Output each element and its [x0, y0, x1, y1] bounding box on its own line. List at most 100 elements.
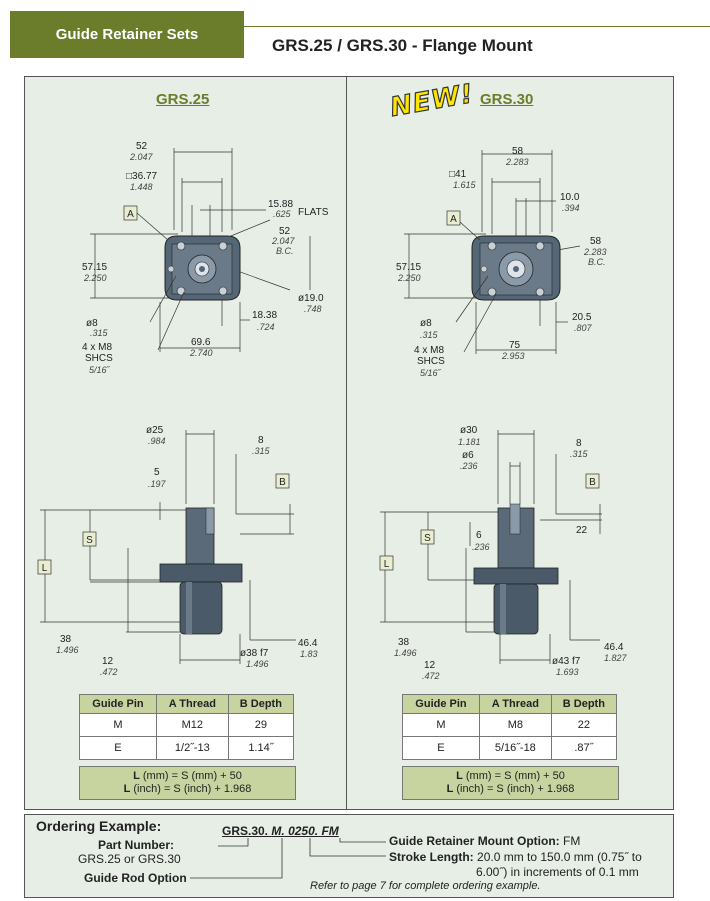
grs25-dia8-in: .315 — [90, 328, 109, 338]
grs25-side-view: B S L ø25 .984 8 .315 5 .197 38 1.496 12… — [37, 425, 318, 677]
grs25-formula: L (mm) = S (mm) + 50 L (inch) = S (inch)… — [79, 766, 296, 800]
part-code-guide-pin: M. — [271, 824, 285, 838]
grs25-d12-in: .472 — [100, 667, 118, 677]
guide-rod-option: Guide Rod Option — [84, 871, 187, 885]
grs25-dia8: ø8 — [86, 318, 98, 329]
grs25-dia25: ø25 — [146, 425, 164, 436]
grs25-cell: M12 — [155, 713, 229, 737]
grs30-dia6: ø6 — [462, 450, 474, 461]
grs25-cell: 1.14˝ — [227, 736, 295, 760]
grs30-col-guide-pin: Guide Pin — [402, 694, 480, 714]
grs30-dia8: ø8 — [420, 318, 432, 329]
grs25-top-view: A 52 2.047 □36.77 1.448 15.88 FLATS .625… — [82, 141, 329, 375]
grs25-flats-in: .625 — [273, 209, 292, 219]
table-row: E 1/2˝-13 1.14˝ — [79, 736, 295, 760]
table-row: M M8 22 — [402, 713, 618, 737]
grs25-d52: 52 — [136, 141, 148, 152]
grs25-dia38: ø38 f7 — [240, 648, 269, 659]
part-code-series: GRS.30. — [222, 824, 269, 838]
grs25-w69: 69.6 — [191, 337, 211, 348]
formula-line: (mm) = S (mm) + 50 — [462, 770, 565, 782]
grs25-spec-table: Guide Pin A Thread B Depth M M12 29 E 1/… — [79, 694, 295, 760]
stroke-length: Stroke Length: 20.0 mm to 150.0 mm (0.75… — [389, 850, 642, 864]
section-tab: Guide Retainer Sets — [10, 11, 244, 58]
grs30-bc-word: B.C. — [588, 257, 606, 267]
grs30-label-b: B — [589, 477, 596, 488]
grs30-dia30: ø30 — [460, 425, 478, 436]
panel-divider — [346, 76, 347, 809]
grs30-dia43: ø43 f7 — [552, 656, 581, 667]
grs25-label-b: B — [279, 477, 286, 488]
grs25-d38: 38 — [60, 634, 72, 645]
grs30-r20-in: .807 — [574, 323, 593, 333]
grs30-label-l: L — [384, 559, 390, 570]
mount-option: Guide Retainer Mount Option: FM — [389, 834, 580, 848]
ordering-part-code: GRS.30. M. 0250. FM — [222, 824, 339, 838]
grs25-d5: 5 — [154, 467, 160, 478]
grs25-d8-in: .315 — [252, 446, 271, 456]
grs25-shcs1: 4 x M8 — [82, 342, 112, 353]
grs30-h-in: 2.250 — [397, 273, 421, 283]
formula-line: (inch) = S (inch) + 1.968 — [453, 783, 575, 795]
grs30-d38-in: 1.496 — [394, 648, 417, 658]
grs25-label-a: A — [127, 209, 134, 220]
part-code-stroke: 0250. — [288, 824, 319, 838]
grs25-dia25-in: .984 — [148, 436, 166, 446]
grs30-sq-in: 1.615 — [453, 180, 477, 190]
grs30-d46-in: 1.827 — [604, 653, 628, 663]
grs25-cell: 29 — [227, 713, 295, 737]
stroke-value-2: 6.00˝) in increments of 0.1 mm — [476, 865, 639, 879]
grs25-r18: 18.38 — [252, 310, 277, 321]
grs30-dia43-in: 1.693 — [556, 667, 579, 677]
grs30-cell: M8 — [478, 713, 552, 737]
grs30-d12-in: .472 — [422, 671, 440, 681]
ordering-footnote: Refer to page 7 for complete ordering ex… — [310, 880, 541, 892]
grs30-dia8-in: .315 — [420, 330, 439, 340]
formula-l: L — [456, 770, 463, 782]
grs25-h-in: 2.250 — [83, 273, 107, 283]
grs30-shcs2: SHCS — [417, 356, 445, 367]
grs30-d58-in: 2.283 — [505, 157, 529, 167]
grs25-flats-word: FLATS — [298, 207, 329, 218]
grs25-bc-word: B.C. — [276, 246, 294, 256]
grs25-shcs2: SHCS — [85, 353, 113, 364]
grs30-d22: 22 — [576, 525, 588, 536]
grs30-d8-in: .315 — [570, 449, 589, 459]
grs25-d52-in: 2.047 — [129, 152, 154, 162]
grs30-dia6-in: .236 — [460, 461, 478, 471]
grs25-d5-in: .197 — [148, 479, 167, 489]
formula-l: L — [133, 770, 140, 782]
grs25-d8: 8 — [258, 435, 264, 446]
grs30-cell: M — [402, 713, 480, 737]
grs25-sq-in: 1.448 — [130, 182, 153, 192]
stroke-label: Stroke Length: — [389, 850, 474, 864]
grs25-dia19-in: .748 — [304, 304, 322, 314]
grs25-cell: 1/2˝-13 — [155, 736, 229, 760]
grs30-top-view: A 58 2.283 □41 1.615 10.0 .394 58 2.283 … — [396, 146, 607, 378]
formula-line: (mm) = S (mm) + 50 — [139, 770, 242, 782]
ordering-title: Ordering Example: — [36, 818, 162, 834]
grs30-dia30-in: 1.181 — [458, 437, 481, 447]
header-rule — [244, 26, 710, 27]
grs25-shcs3: 5/16˝ — [89, 365, 111, 375]
part-code-mount: FM — [321, 824, 339, 838]
drawings-panel — [24, 76, 674, 810]
page-title: GRS.25 / GRS.30 - Flange Mount — [272, 36, 533, 55]
grs30-shcs3: 5/16˝ — [420, 368, 442, 378]
grs25-label-s: S — [86, 535, 93, 546]
part-number-value: GRS.25 or GRS.30 — [78, 852, 181, 866]
grs30-spec-table: Guide Pin A Thread B Depth M M8 22 E 5/1… — [402, 694, 618, 760]
grs25-bc: 52 — [279, 226, 291, 237]
grs30-cell: E — [402, 736, 480, 760]
formula-l: L — [123, 783, 131, 795]
stroke-value-1: 20.0 mm to 150.0 mm (0.75˝ to — [477, 850, 642, 864]
grs30-bc: 58 — [590, 236, 602, 247]
grs30-shcs1: 4 x M8 — [414, 345, 444, 356]
grs30-r20: 20.5 — [572, 312, 592, 323]
grs30-w75-in: 2.953 — [501, 351, 525, 361]
grs30-col-b-depth: B Depth — [550, 694, 618, 714]
grs30-label-a: A — [450, 214, 457, 225]
grs30-sq: □41 — [449, 169, 467, 180]
part-number-label: Part Number: — [98, 838, 175, 852]
